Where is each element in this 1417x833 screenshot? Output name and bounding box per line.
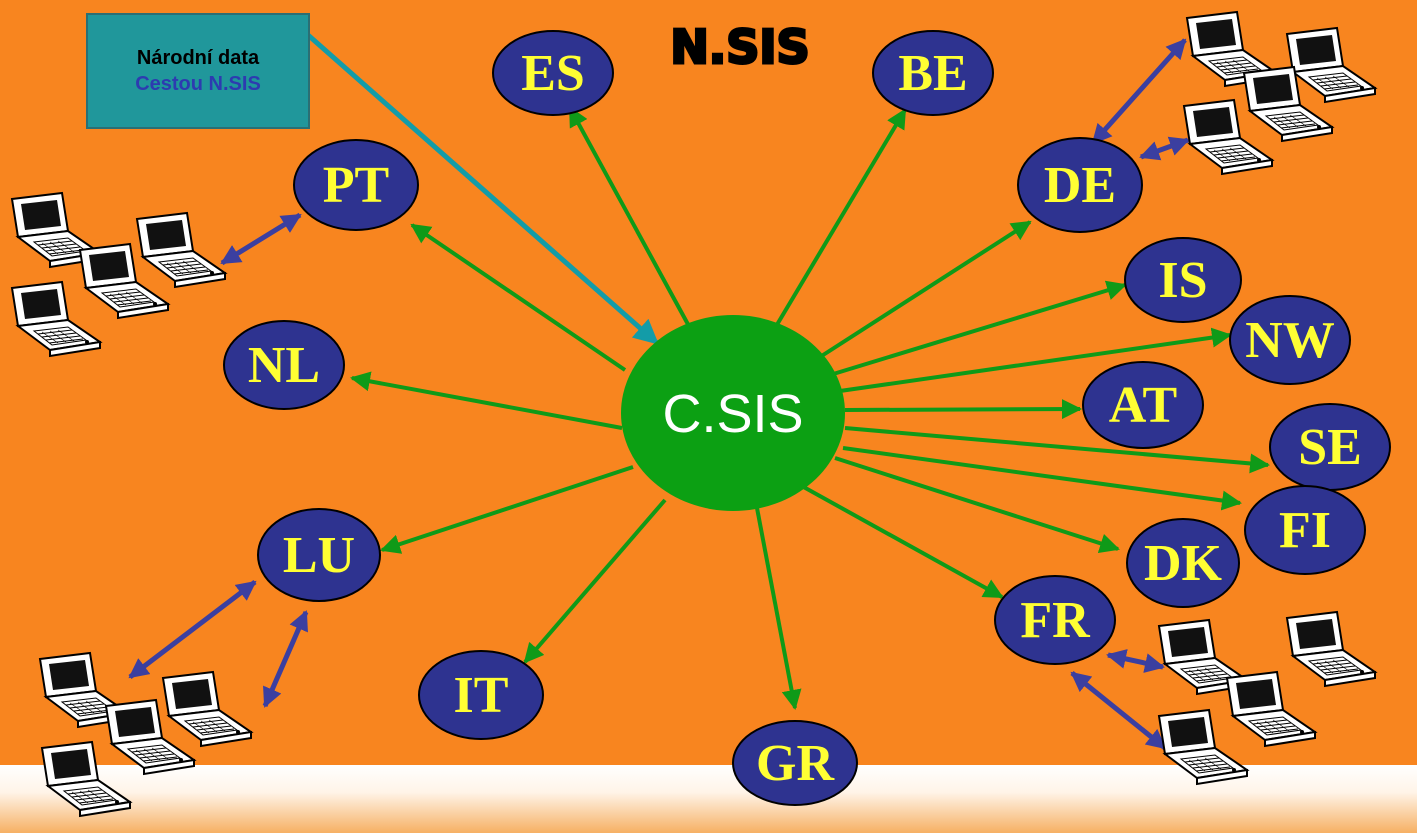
laptop-icon [1286, 611, 1376, 687]
node-nl: NL [223, 320, 345, 410]
node-is: IS [1124, 237, 1242, 323]
callout-arrow [306, 33, 659, 345]
node-label-is: IS [1158, 252, 1207, 309]
node-nw: NW [1229, 295, 1351, 385]
node-pt: PT [293, 139, 419, 231]
node-lu: LU [257, 508, 381, 602]
local-link [220, 212, 302, 266]
link-es [568, 106, 692, 329]
link-fr [799, 483, 1004, 599]
node-label-fi: FI [1279, 502, 1331, 559]
local-link [128, 580, 257, 679]
node-fr: FR [994, 575, 1116, 665]
link-gr [755, 507, 802, 710]
node-it: IT [418, 650, 544, 740]
hub-node: C.SIS [621, 315, 845, 511]
footer-band [0, 765, 1417, 833]
local-link [1139, 136, 1190, 161]
link-fi [842, 446, 1242, 511]
laptop-icon [41, 741, 131, 817]
node-label-it: IT [454, 667, 509, 724]
node-label-pt: PT [323, 157, 389, 214]
link-nl [350, 371, 623, 430]
node-label-gr: GR [756, 735, 835, 792]
local-link [262, 610, 309, 708]
link-pt [410, 223, 627, 372]
link-lu [380, 465, 634, 554]
laptop-icon [1158, 709, 1248, 785]
node-label-nw: NW [1245, 312, 1335, 369]
laptop-icon [136, 212, 226, 288]
node-at: AT [1082, 361, 1204, 449]
node-label-lu: LU [283, 527, 355, 584]
node-label-de: DE [1044, 157, 1116, 214]
node-label-nl: NL [248, 337, 320, 394]
node-label-dk: DK [1144, 535, 1223, 592]
callout-line-1: Národní data [136, 47, 260, 69]
local-link [1091, 38, 1187, 145]
node-se: SE [1269, 403, 1391, 491]
laptop-icon [11, 281, 101, 357]
node-be: BE [872, 30, 994, 116]
link-dk [834, 456, 1120, 554]
laptop-icon [1286, 27, 1376, 103]
nsis-title: N.SIS [670, 20, 809, 74]
node-label-fr: FR [1020, 592, 1091, 649]
node-fi: FI [1244, 485, 1366, 575]
local-link [1070, 671, 1167, 750]
node-label-be: BE [898, 45, 967, 102]
link-nw [832, 327, 1232, 394]
node-gr: GR [732, 720, 858, 806]
callout-line-2: Cestou N.SIS [135, 73, 261, 95]
node-label-at: AT [1109, 377, 1177, 434]
national-data-callout: Národní data Cestou N.SIS [86, 13, 310, 129]
node-label-se: SE [1298, 419, 1362, 476]
link-be [773, 108, 907, 330]
laptop-icon [1226, 671, 1316, 747]
node-dk: DK [1126, 518, 1240, 608]
hub-label: C.SIS [662, 384, 803, 444]
local-link [1106, 649, 1165, 673]
node-de: DE [1017, 137, 1143, 233]
link-de [818, 220, 1032, 359]
link-at [844, 399, 1082, 420]
link-is [829, 280, 1127, 377]
node-es: ES [492, 30, 614, 116]
link-se [844, 426, 1270, 474]
laptop-icon [162, 671, 252, 747]
node-label-es: ES [521, 45, 585, 102]
link-it [523, 498, 667, 664]
